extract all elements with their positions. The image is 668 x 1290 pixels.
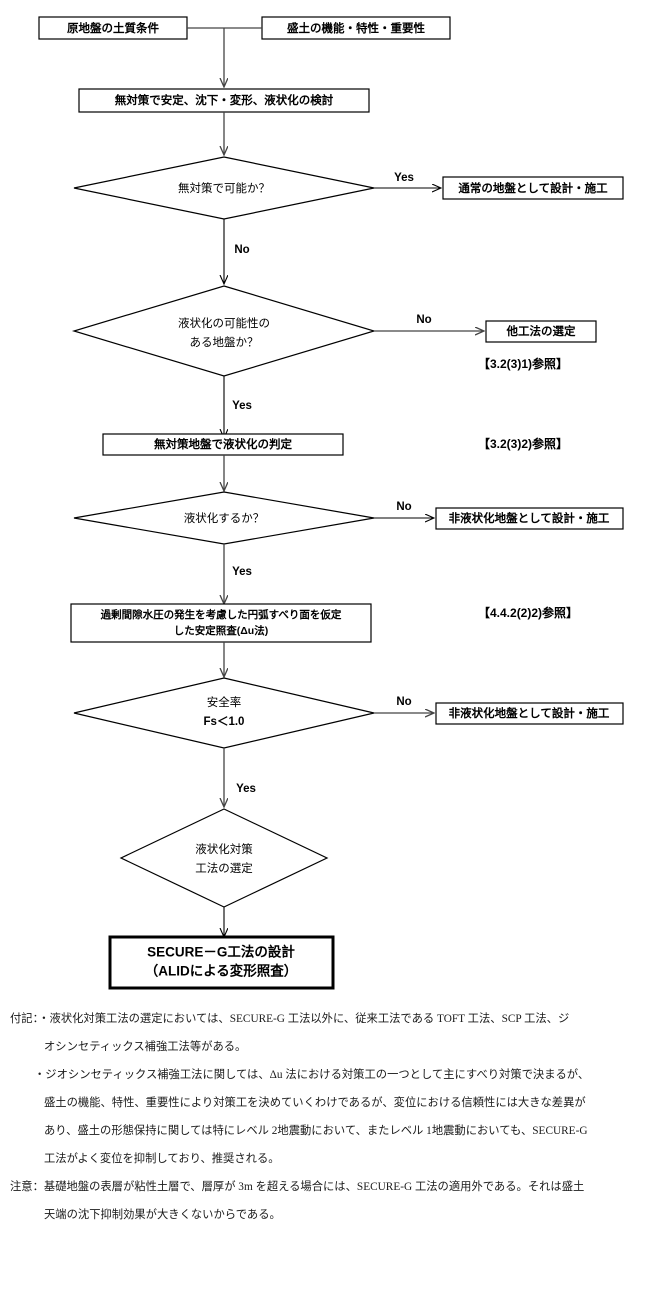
reference-note-2: 【3.2(3)2)参照】 — [478, 436, 568, 451]
edge-label-yes-4: Yes — [236, 783, 256, 795]
reference-note-3: 【4.4.2(2)2)参照】 — [478, 605, 578, 620]
decision-select-countermeasure[interactable]: 液状化対策 工法の選定 — [119, 808, 329, 908]
node-liquefaction-judgement[interactable]: 無対策地盤で液状化の判定 — [102, 433, 344, 456]
node-stability-check-line2: した安定照査(Δu法) — [174, 624, 268, 637]
decision-will-liquefy-label: 液状化するか？ — [184, 511, 265, 525]
node-non-liquefied-design-1[interactable]: 非液状化地盤として設計・施工 — [435, 507, 624, 530]
edge-label-no-2: No — [416, 314, 431, 326]
node-normal-ground-design[interactable]: 通常の地盤として設計・施工 — [442, 176, 624, 200]
decision-select-countermeasure-line2: 工法の選定 — [195, 861, 253, 875]
node-ground-conditions[interactable]: 原地盤の土質条件 — [38, 16, 188, 40]
liquefaction-countermeasure-flowchart: 原地盤の土質条件 盛土の機能・特性・重要性 無対策で安定、沈下・変形、液状化の検… — [38, 16, 624, 990]
node-non-liquefied-design-1-label: 非液状化地盤として設計・施工 — [449, 511, 610, 525]
node-non-liquefied-design-2-label: 非液状化地盤として設計・施工 — [449, 706, 610, 720]
note-line-5: あり、盛土の形態保持に関しては特にレベル 2地震動において、またレベル 1地震動… — [44, 1125, 588, 1137]
note-line-8: 天端の沈下抑制効果が大きくないからである。 — [44, 1209, 281, 1221]
node-liquefaction-judgement-label: 無対策地盤で液状化の判定 — [154, 437, 292, 451]
edge-label-no-1: No — [234, 244, 249, 256]
note-line-4: 盛土の機能、特性、重要性により対策工を決めていくわけであるが、変位における信頼性… — [44, 1097, 586, 1109]
decision-no-measure-possible[interactable]: 無対策で可能か？ — [73, 156, 375, 220]
node-stability-check-line1: 過剰間隙水圧の発生を考慮した円弧すべり面を仮定 — [100, 608, 342, 621]
decision-liquefaction-possible-ground[interactable]: 液状化の可能性の ある地盤か？ — [71, 285, 377, 377]
decision-safety-factor-line1: 安全率 — [207, 695, 242, 709]
decision-liquefaction-possible-line1: 液状化の可能性の — [178, 316, 270, 330]
decision-no-measure-possible-label: 無対策で可能か？ — [178, 181, 270, 195]
decision-select-countermeasure-line1: 液状化対策 — [195, 842, 253, 856]
note-line-1: 付記：・液状化対策工法の選定においては、SECURE-G 工法以外に、従来工法で… — [10, 1013, 570, 1025]
decision-safety-factor-line2: Fs＜1.0 — [204, 715, 245, 728]
edge-label-yes-1: Yes — [394, 172, 414, 184]
node-other-method-selection[interactable]: 他工法の選定 — [485, 320, 597, 343]
node-secure-g-design-line2: （ALIDによる変形照査） — [145, 963, 298, 979]
note-line-2: オシンセティックス補強工法等がある。 — [44, 1041, 247, 1053]
edge-label-no-3: No — [396, 501, 411, 513]
node-embankment-function-label: 盛土の機能・特性・重要性 — [287, 21, 425, 35]
decision-safety-factor[interactable]: 安全率 Fs＜1.0 — [73, 677, 375, 749]
note-line-6: 工法がよく変位を抑制しており、推奨される。 — [44, 1153, 280, 1165]
node-secure-g-design[interactable]: SECURE－G工法の設計 （ALIDによる変形照査） — [108, 935, 335, 990]
node-stability-check-delta-u[interactable]: 過剰間隙水圧の発生を考慮した円弧すべり面を仮定 した安定照査(Δu法) — [70, 603, 372, 643]
decision-will-liquefy[interactable]: 液状化するか？ — [73, 491, 375, 545]
node-secure-g-design-line1: SECURE－G工法の設計 — [147, 944, 295, 960]
node-non-liquefied-design-2[interactable]: 非液状化地盤として設計・施工 — [435, 702, 624, 725]
node-embankment-function[interactable]: 盛土の機能・特性・重要性 — [261, 16, 451, 40]
note-line-3: ・ジオシンセティックス補強工法に関しては、Δu 法における対策工の一つとして主に… — [34, 1069, 590, 1081]
decision-liquefaction-possible-line2: ある地盤か？ — [190, 336, 259, 349]
node-normal-ground-design-label: 通常の地盤として設計・施工 — [458, 181, 608, 195]
edge-label-yes-3: Yes — [232, 566, 252, 578]
notes-section: 付記：・液状化対策工法の選定においては、SECURE-G 工法以外に、従来工法で… — [0, 1005, 668, 1290]
flowchart-container: 原地盤の土質条件 盛土の機能・特性・重要性 無対策で安定、沈下・変形、液状化の検… — [38, 16, 624, 990]
edge-label-yes-2: Yes — [232, 400, 252, 412]
node-other-method-selection-label: 他工法の選定 — [506, 324, 576, 338]
node-ground-conditions-label: 原地盤の土質条件 — [67, 21, 159, 35]
note-line-7: 注意：基礎地盤の表層が粘性土層で、層厚が 3m を超える場合には、SECURE-… — [10, 1181, 585, 1193]
reference-note-1: 【3.2(3)1)参照】 — [478, 356, 568, 371]
edge-label-no-4: No — [396, 696, 411, 708]
node-no-measure-study[interactable]: 無対策で安定、沈下・変形、液状化の検討 — [78, 88, 370, 113]
node-no-measure-study-label: 無対策で安定、沈下・変形、液状化の検討 — [115, 93, 334, 107]
